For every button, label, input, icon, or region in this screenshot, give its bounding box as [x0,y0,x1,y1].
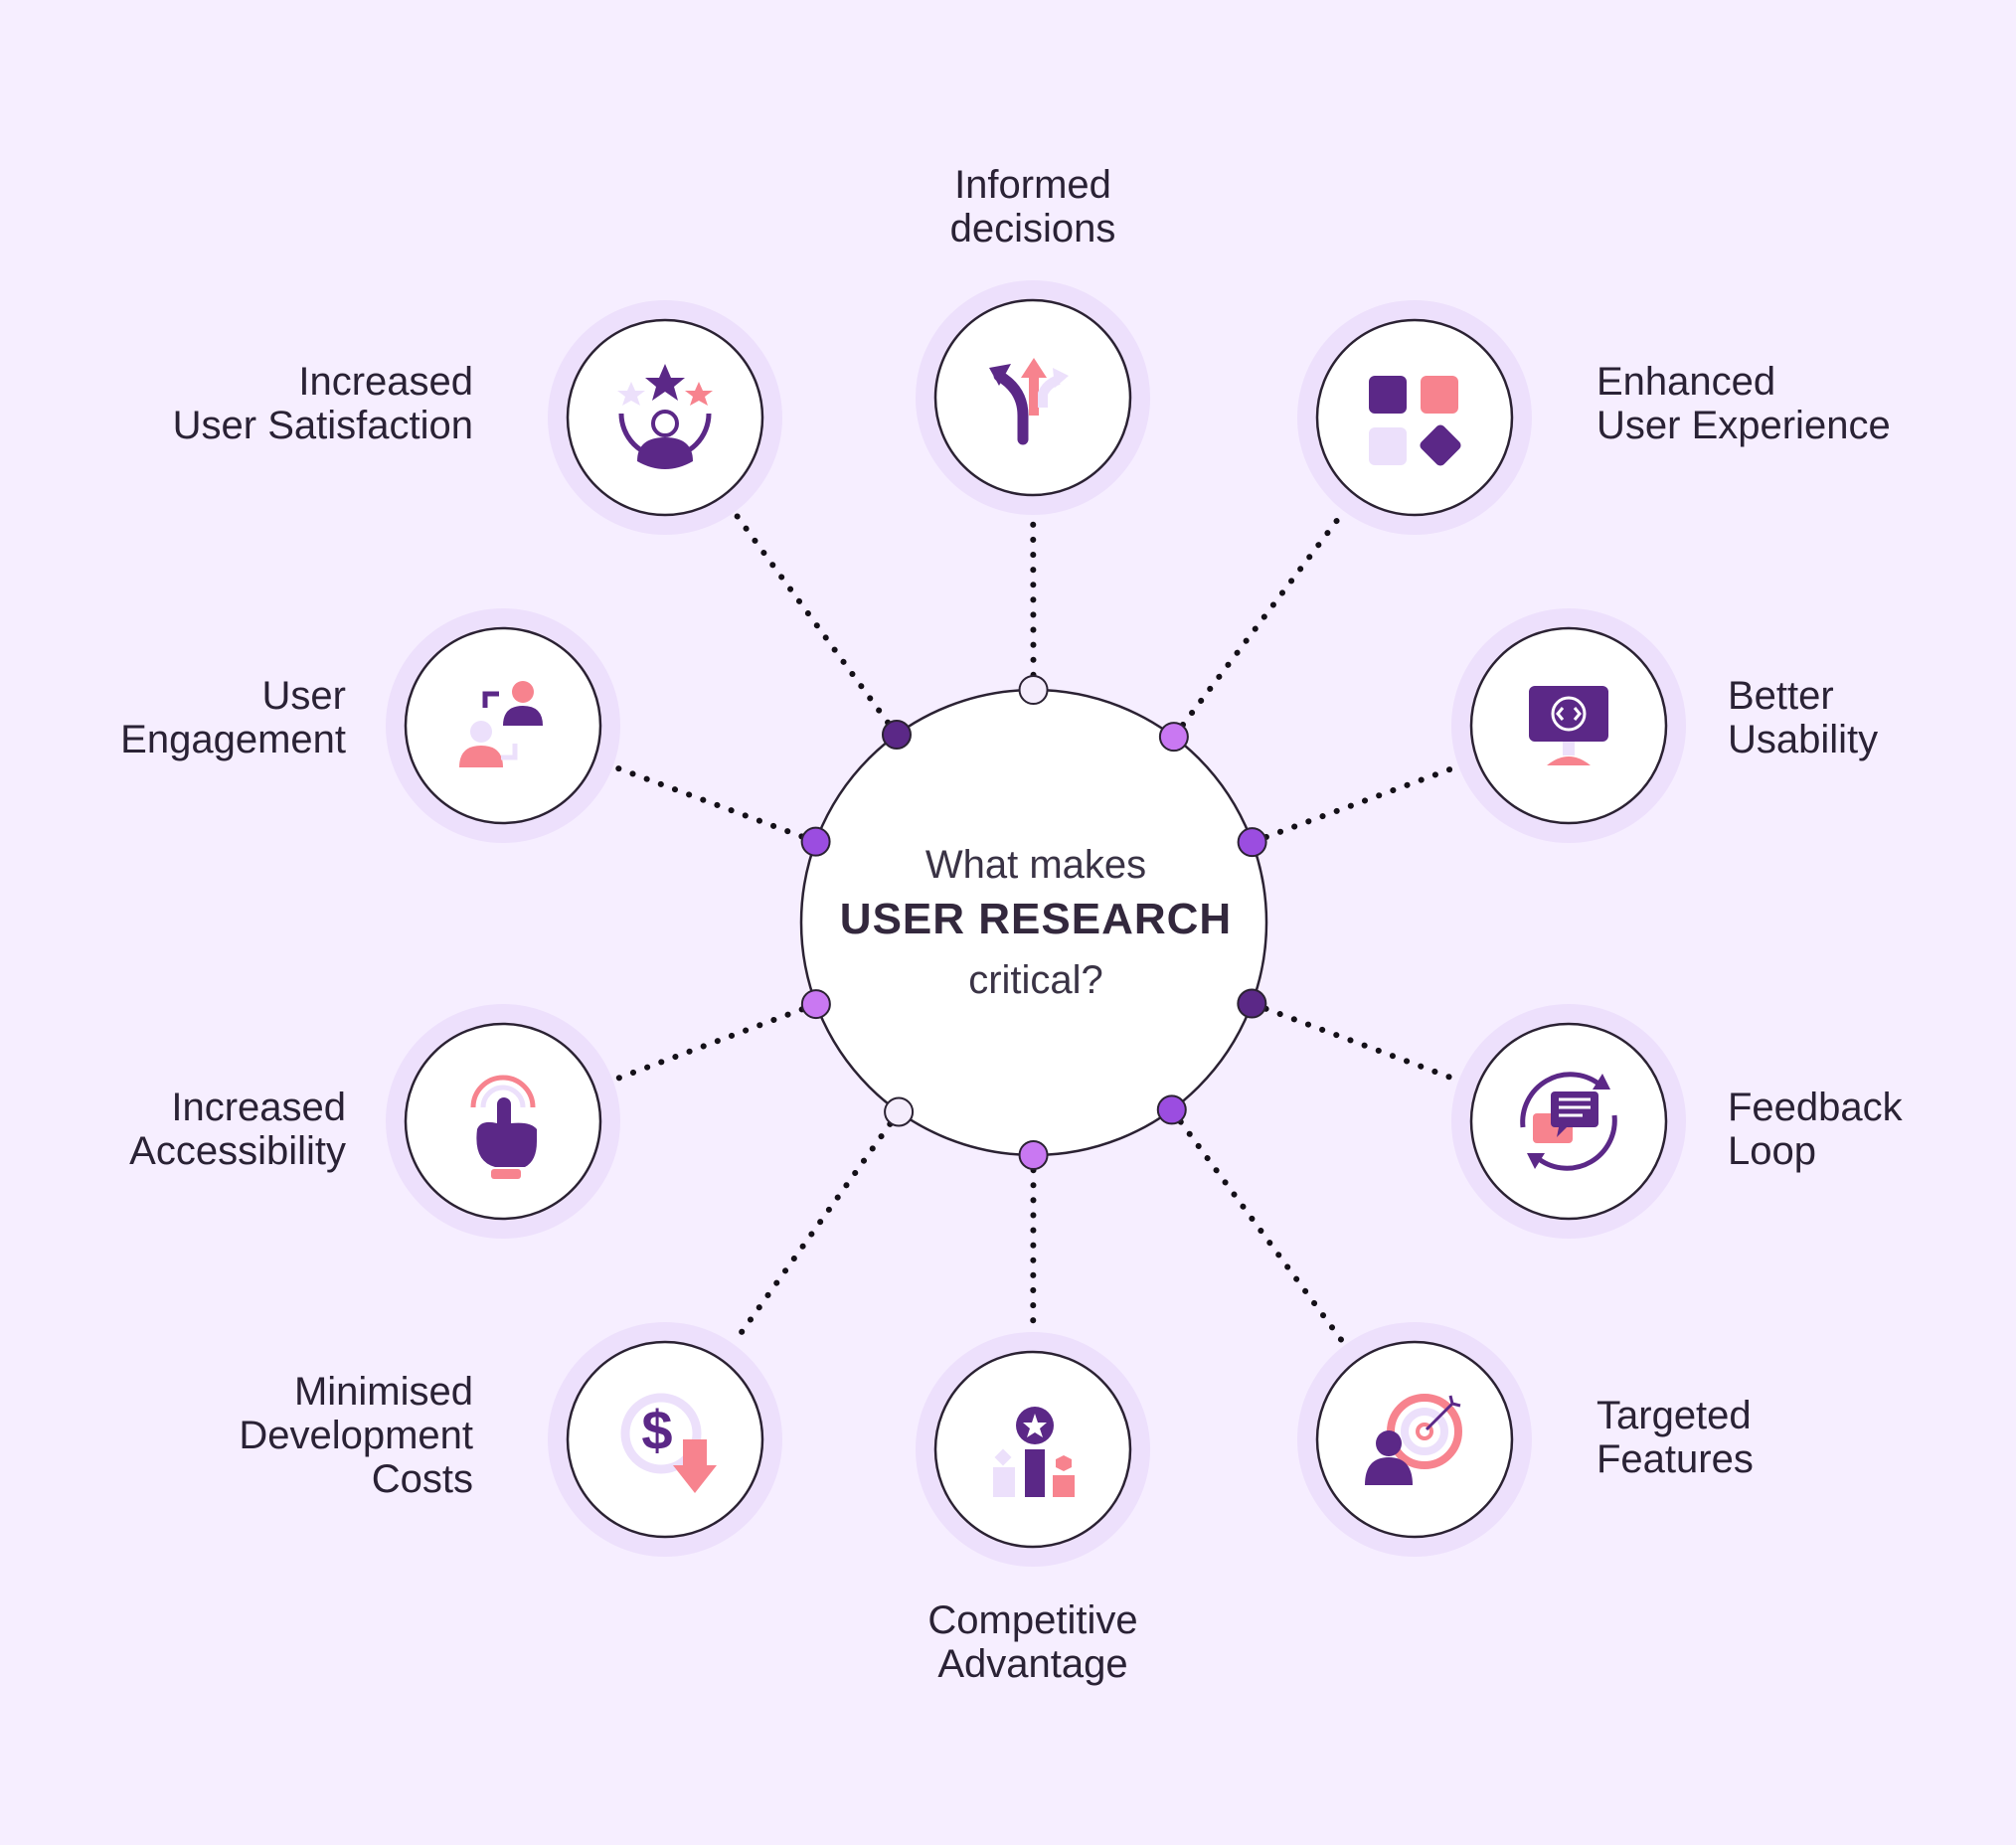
label-line: Accessibility [129,1129,346,1173]
node-accessibility [800,989,831,1020]
label-line: Better [1728,674,1834,718]
node-feedback [1237,988,1267,1019]
label-line: Informed [954,163,1111,207]
users-exchange-icon [459,681,543,767]
node-engagement [800,826,831,857]
label-line: Feedback [1728,1086,1903,1129]
benefit-competitive [916,1332,1150,1567]
feedback-chat-icon [1520,1072,1617,1171]
star-user-icon [617,364,713,469]
node-informed [1018,675,1049,706]
label-line: decisions [949,207,1116,251]
svg-text:$: $ [641,1399,672,1461]
monitor-code-icon [1529,686,1608,765]
label-line: Loop [1728,1129,1816,1173]
label-line: Competitive [927,1598,1138,1642]
app-blocks-icon [1369,376,1461,466]
node-competitive [1018,1139,1049,1170]
center-question-prefix: What makes [924,843,1147,887]
label-line: User [261,674,346,718]
connector-nodes [800,675,1267,1170]
node-enhanced-ux [1158,722,1189,753]
connector-satisfaction [731,509,900,739]
benefit-accessibility [386,1004,620,1239]
center-question-title: USER RESEARCH [839,895,1233,943]
label-line: User Satisfaction [172,404,473,447]
connector-costs [730,1108,903,1347]
tap-hand-icon [470,1075,537,1179]
label-line: Targeted [1596,1394,1752,1437]
label-line: Engagement [120,718,346,761]
connectors [609,508,1462,1348]
target-user-icon [1365,1394,1462,1485]
label-line: Minimised [293,1370,473,1414]
label-line: Increased [298,360,473,404]
benefit-circle [1315,1340,1514,1539]
benefit-satisfaction [548,300,782,535]
benefit-circles: $ [386,280,1686,1567]
benefit-circle [1315,318,1514,517]
label-line: Usability [1728,718,1879,761]
node-satisfaction [881,720,912,751]
benefit-costs: $ [548,1322,782,1557]
label-line: Costs [371,1457,473,1501]
label-line: Features [1596,1437,1754,1481]
benefit-circle [566,1340,764,1539]
label-line: Enhanced [1596,360,1776,404]
benefit-targeted [1297,1322,1532,1557]
branching-arrows-icon [989,358,1069,445]
label-line: User Experience [1596,404,1891,447]
label-line: Increased [171,1086,346,1129]
node-costs [884,1096,915,1127]
connector-enhanced-ux [1170,508,1347,741]
node-usability [1237,827,1267,858]
connector-accessibility [609,1001,819,1084]
node-targeted [1156,1094,1187,1125]
podium-star-icon [993,1407,1075,1497]
benefit-informed [916,280,1150,515]
label-line: Development [239,1414,473,1457]
benefit-usability [1451,608,1686,843]
connector-engagement [609,763,819,845]
center-question-suffix: critical? [968,958,1103,1002]
label-line: Advantage [937,1642,1128,1686]
benefit-enhanced-ux [1297,300,1532,535]
dollar-down-icon: $ [620,1393,717,1493]
benefit-feedback [1451,1004,1686,1239]
benefit-engagement [386,608,620,843]
